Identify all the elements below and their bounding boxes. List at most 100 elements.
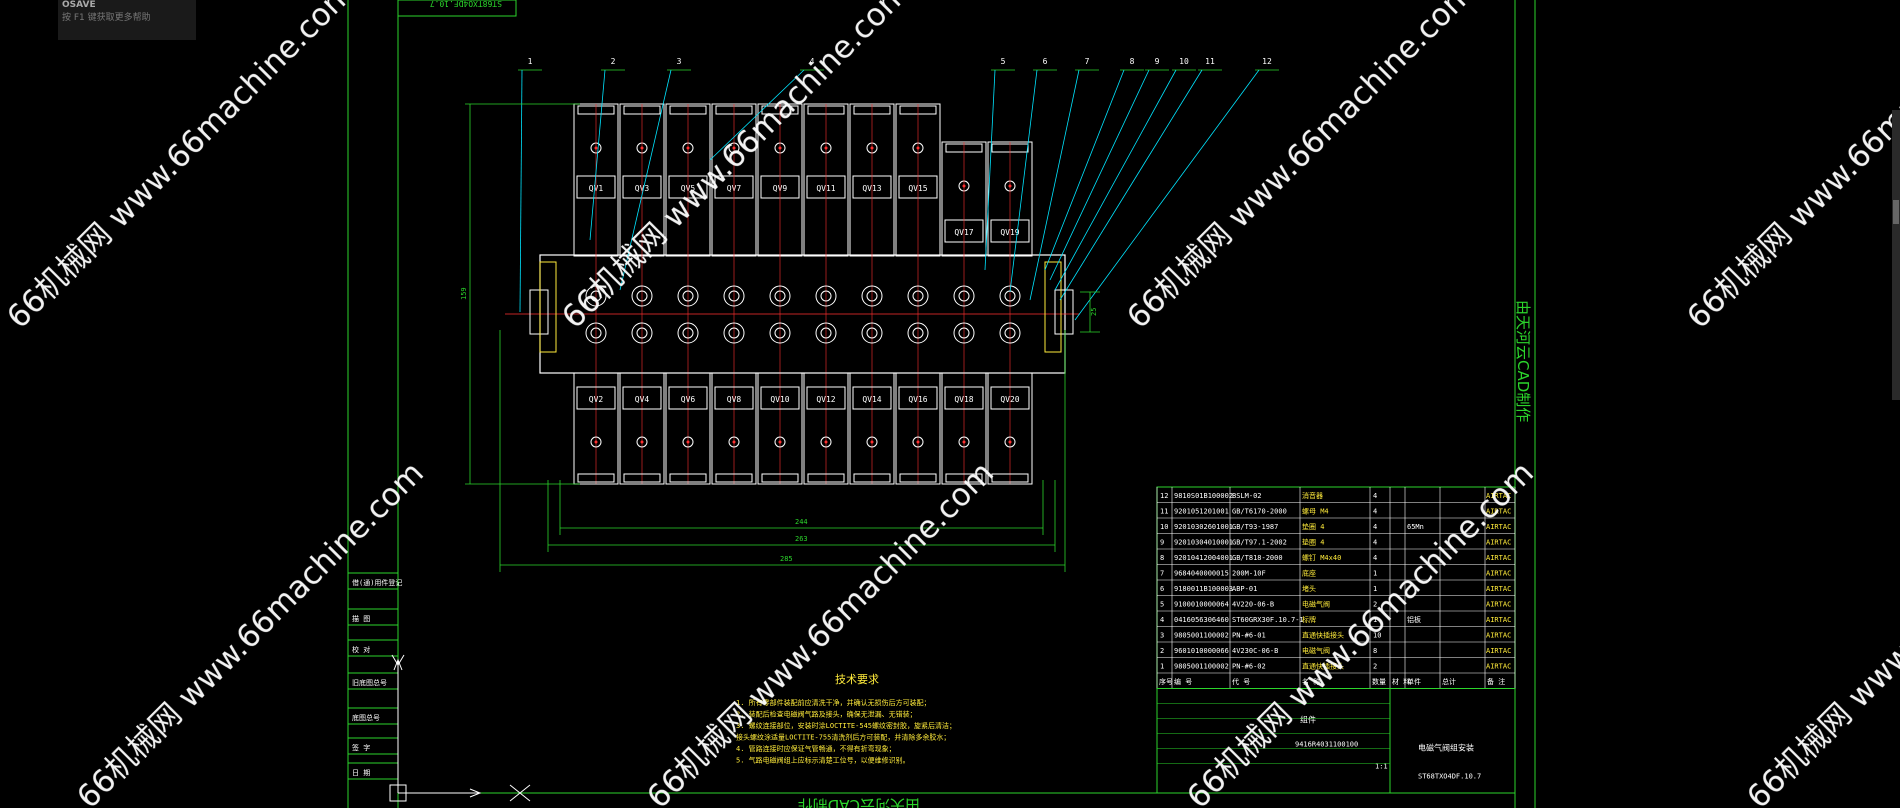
watermark-5: 66机械网 www.66machine.com	[70, 455, 431, 808]
bom-cell-name: 底座	[1302, 569, 1316, 578]
left-tab-box	[347, 639, 399, 657]
leader-line	[619, 69, 672, 291]
watermark-2: 66机械网 www.66machine.com	[555, 0, 916, 336]
dim-263: 263	[795, 535, 808, 543]
bottom-label: 由天河云CAD制作	[798, 796, 920, 808]
port-lower	[907, 322, 929, 344]
valve-screw	[958, 436, 970, 448]
valve-cap	[899, 473, 937, 483]
port-upper	[723, 285, 745, 307]
bom-cell-name: 螺钉 M4x40	[1302, 553, 1341, 562]
balloon-number: 5	[1001, 57, 1006, 66]
bom-cell-code: 9180011B100003	[1174, 585, 1233, 593]
bom-cell-brand: AIRTAC	[1486, 554, 1511, 562]
valve-label-box	[760, 386, 800, 410]
top-stamp: ST68TXO4DF.10.7	[430, 0, 502, 8]
command-tooltip: OSAVE 按 F1 键获取更多帮助	[58, 0, 196, 40]
watermark-6: 66机械网 www.66machine.com	[640, 455, 1001, 808]
valve-screw	[774, 436, 786, 448]
leader-line	[1044, 69, 1125, 271]
valve-screw	[682, 436, 694, 448]
bom-cell-brand: AIRTAC	[1486, 663, 1511, 671]
left-tab-box	[347, 608, 399, 626]
bom-header: 单件	[1407, 677, 1421, 686]
balloon-number: 2	[611, 57, 616, 66]
bom-cell-code: 9201051201001	[1174, 508, 1229, 516]
valve-cap	[577, 473, 615, 483]
end-plate-right	[1044, 261, 1062, 353]
balloon-number: 7	[1085, 57, 1090, 66]
ucs-icon	[389, 654, 531, 802]
port-upper-inner	[682, 290, 694, 302]
port-upper	[861, 285, 883, 307]
valve-label-box	[898, 386, 938, 410]
valve-label-box	[668, 386, 708, 410]
valve-screw	[1004, 436, 1016, 448]
valve-screw-dot	[594, 440, 598, 444]
dim-25: 25	[1090, 308, 1098, 316]
valve-cap	[853, 473, 891, 483]
scale: 1:1	[1375, 763, 1388, 771]
bom-cell-brand: AIRTAC	[1486, 492, 1511, 500]
port-upper-inner	[728, 290, 740, 302]
bom-cell-std: PN-#6-01	[1232, 632, 1266, 640]
watermark-8: 66机械网 www.66machine.com	[1740, 455, 1900, 808]
port-lower	[953, 322, 975, 344]
port-upper-inner	[820, 290, 832, 302]
bom-cell-mat: 65Mn	[1407, 523, 1424, 531]
bom-cell-brand: AIRTAC	[1486, 585, 1511, 593]
bom-cell-name: 螺母 M4	[1302, 507, 1329, 516]
valve-cap	[623, 473, 661, 483]
port-lower	[723, 322, 745, 344]
bom-cell-qty: 1	[1373, 570, 1377, 578]
scrollbar-thumb[interactable]	[1893, 200, 1899, 224]
vertical-label: 由天河云CAD制作	[1514, 300, 1532, 422]
bom-cell-qty: 4	[1373, 508, 1377, 516]
bom-cell-code: 9805001100002	[1174, 663, 1229, 671]
balloon-number: 12	[1262, 57, 1272, 66]
valve-cap	[761, 473, 799, 483]
port-upper	[769, 285, 791, 307]
bom-cell-code: 9684040000015	[1174, 570, 1229, 578]
port-lower-inner	[958, 327, 970, 339]
port-upper	[815, 285, 837, 307]
port-lower-inner	[590, 327, 602, 339]
valve-label-bottom: QV8	[727, 395, 742, 404]
bom-cell-name: 堵头	[1302, 584, 1316, 593]
bom-cell-qty: 4	[1373, 523, 1377, 531]
bom-cell-qty: 1	[1373, 585, 1377, 593]
drawing-number: ST68TXO4DF.10.7	[1418, 773, 1481, 781]
valve-label-bottom: QV6	[681, 395, 696, 404]
bom-cell-n: 2	[1160, 647, 1164, 655]
tech-line: 3. 螺纹连接部位，安装时涂LOCTITE-545螺纹密封胶，旋紧后清洁；	[736, 721, 956, 730]
left-fitting	[529, 289, 549, 335]
valve-screw-dot	[778, 440, 782, 444]
valve-body-bottom	[711, 372, 757, 485]
valve-body-bottom	[941, 372, 987, 485]
balloon-number: 9	[1155, 57, 1160, 66]
valve-cap	[991, 473, 1029, 483]
vertical-scrollbar[interactable]	[1892, 110, 1900, 400]
bom-header: 代 号	[1232, 677, 1250, 686]
bom-cell-qty: 2	[1373, 601, 1377, 609]
bom-cell-name: 直通快插接头	[1302, 662, 1344, 671]
bom-cell-name: 电磁气阀	[1302, 600, 1330, 609]
balloon-number: 1	[528, 57, 533, 66]
port-lower-inner	[774, 327, 786, 339]
port-upper-inner	[636, 290, 648, 302]
bom-cell-code: 9601010000066	[1174, 647, 1229, 655]
tech-line: 2. 装配后检查电磁阀气路及接头，确保无泄漏、无错装；	[736, 710, 917, 719]
bom-header: 编 号	[1174, 677, 1192, 686]
bom-cell-brand: AIRTAC	[1486, 601, 1511, 609]
valve-manifold: QV1QV2QV3QV4QV5QV6QV7QV8QV9QV10QV11QV12Q…	[505, 103, 1080, 485]
bom-header: 材 料	[1392, 677, 1410, 686]
